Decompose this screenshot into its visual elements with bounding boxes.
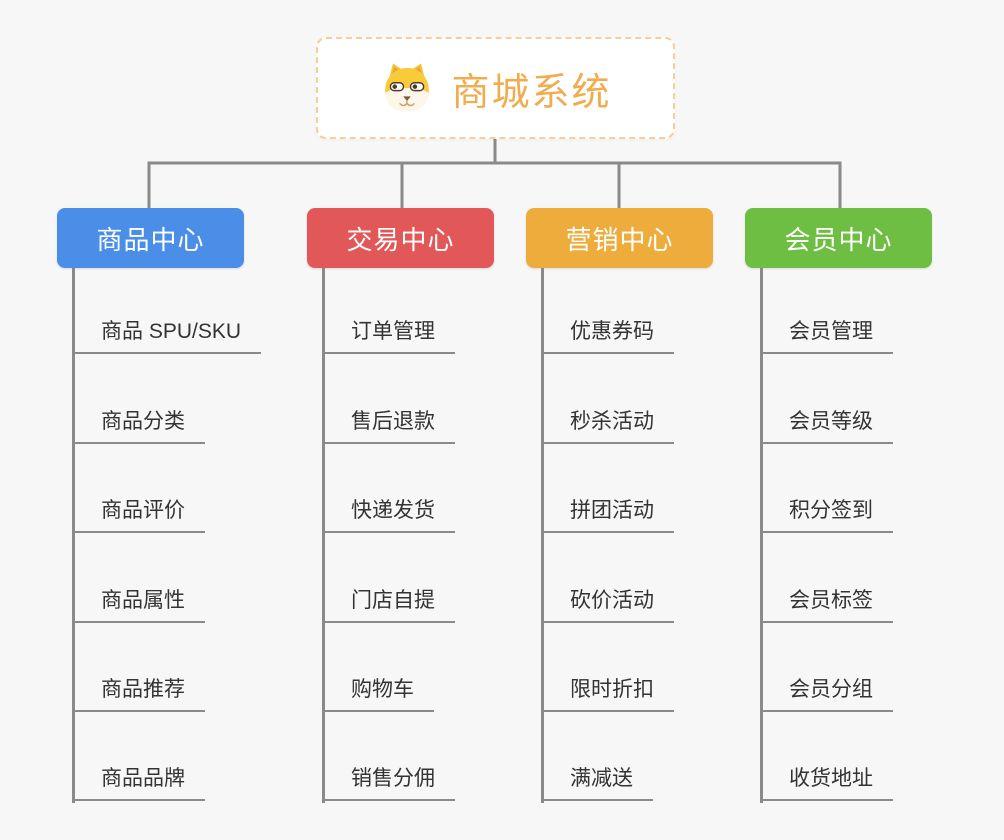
branch-box-product[interactable]: 商品中心 <box>57 208 244 268</box>
leaf-node[interactable]: 商品品牌 <box>73 765 205 801</box>
leaf-node[interactable]: 拼团活动 <box>542 497 674 533</box>
branch-trunk-line <box>541 268 544 803</box>
leaf-node[interactable]: 优惠券码 <box>542 318 674 354</box>
branch-trunk-line <box>322 268 325 803</box>
leaf-node[interactable]: 商品属性 <box>73 587 205 623</box>
leaf-node[interactable]: 收货地址 <box>761 765 893 801</box>
branch-trunk-line <box>760 268 763 803</box>
leaf-node[interactable]: 快递发货 <box>323 497 455 533</box>
branch-box-member[interactable]: 会员中心 <box>745 208 932 268</box>
branch-trunk-line <box>72 268 75 803</box>
leaf-node[interactable]: 限时折扣 <box>542 676 674 712</box>
branch-column-trade: 订单管理 售后退款 快递发货 门店自提 购物车 销售分佣 <box>322 268 562 808</box>
leaf-node[interactable]: 秒杀活动 <box>542 408 674 444</box>
branch-box-trade[interactable]: 交易中心 <box>307 208 494 268</box>
dog-mascot-icon <box>385 63 430 112</box>
leaf-node[interactable]: 会员分组 <box>761 676 893 712</box>
leaf-node[interactable]: 积分签到 <box>761 497 893 533</box>
root-title: 商城系统 <box>451 71 612 114</box>
branch-column-product: 商品 SPU/SKU 商品分类 商品评价 商品属性 商品推荐 商品品牌 <box>72 268 312 808</box>
branch-column-marketing: 优惠券码 秒杀活动 拼团活动 砍价活动 限时折扣 满减送 <box>541 268 781 808</box>
leaf-node[interactable]: 会员等级 <box>761 408 893 444</box>
leaf-node[interactable]: 门店自提 <box>323 587 455 623</box>
leaf-node[interactable]: 售后退款 <box>323 408 455 444</box>
leaf-node[interactable]: 满减送 <box>542 765 653 801</box>
root-node[interactable]: 商城系统 <box>316 37 675 139</box>
leaf-node[interactable]: 订单管理 <box>323 318 455 354</box>
leaf-node[interactable]: 商品分类 <box>73 408 205 444</box>
leaf-node[interactable]: 商品评价 <box>73 497 205 533</box>
leaf-node[interactable]: 商品 SPU/SKU <box>73 318 262 354</box>
leaf-node[interactable]: 商品推荐 <box>73 676 205 712</box>
leaf-node[interactable]: 会员管理 <box>761 318 893 354</box>
leaf-node[interactable]: 销售分佣 <box>323 765 455 801</box>
leaf-node[interactable]: 购物车 <box>323 676 434 712</box>
leaf-node[interactable]: 砍价活动 <box>542 587 674 623</box>
branch-column-member: 会员管理 会员等级 积分签到 会员标签 会员分组 收货地址 <box>760 268 1000 808</box>
leaf-node[interactable]: 会员标签 <box>761 587 893 623</box>
branch-box-marketing[interactable]: 营销中心 <box>526 208 713 268</box>
